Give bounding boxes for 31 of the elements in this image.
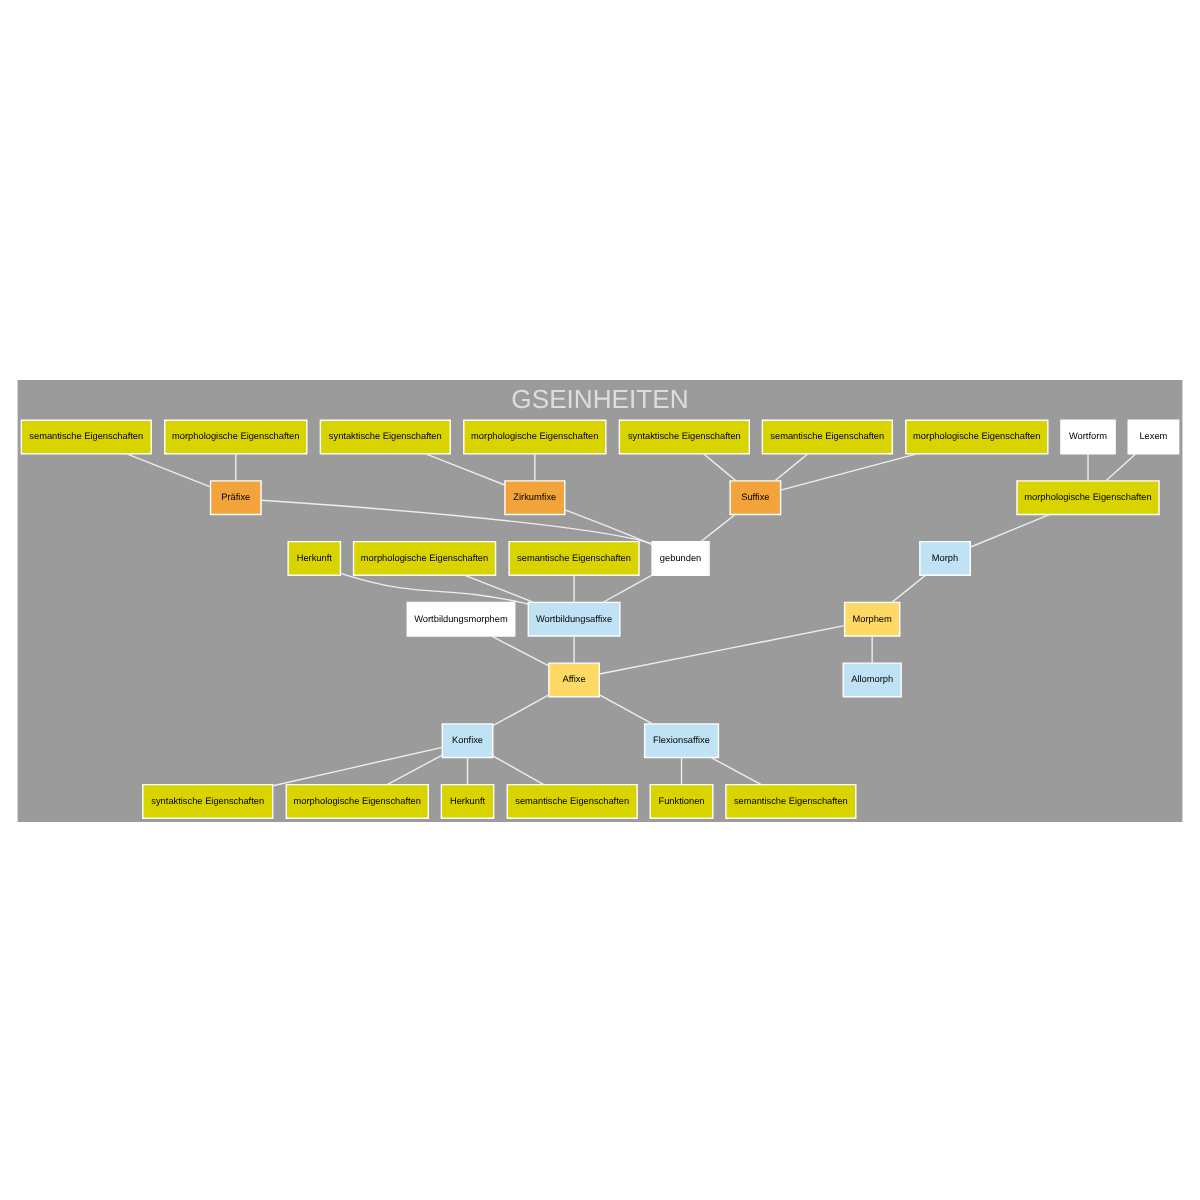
connector [891,573,926,602]
connector [573,634,575,663]
connector [490,634,550,666]
connector [710,755,762,785]
connector [386,753,443,785]
connector [703,452,737,481]
connector [492,693,550,726]
connector [598,623,846,674]
connector [680,756,683,785]
connector [780,452,918,490]
connector [598,693,654,724]
connector [564,508,653,545]
connector [492,754,545,785]
connector [340,571,529,604]
connector [602,573,653,602]
connector [464,573,535,603]
connector [235,452,237,481]
diagram-title: GSEINHEITEN [511,383,689,414]
connector [126,452,212,487]
connector [272,745,443,786]
connector [425,452,506,485]
connector [1087,452,1089,481]
connector [466,756,469,785]
connector [534,452,536,481]
connector [260,498,653,544]
connector [774,452,809,481]
connector [969,512,1051,547]
connector [700,513,736,542]
connector [1105,452,1137,481]
connector [871,634,873,663]
connector [573,573,575,602]
